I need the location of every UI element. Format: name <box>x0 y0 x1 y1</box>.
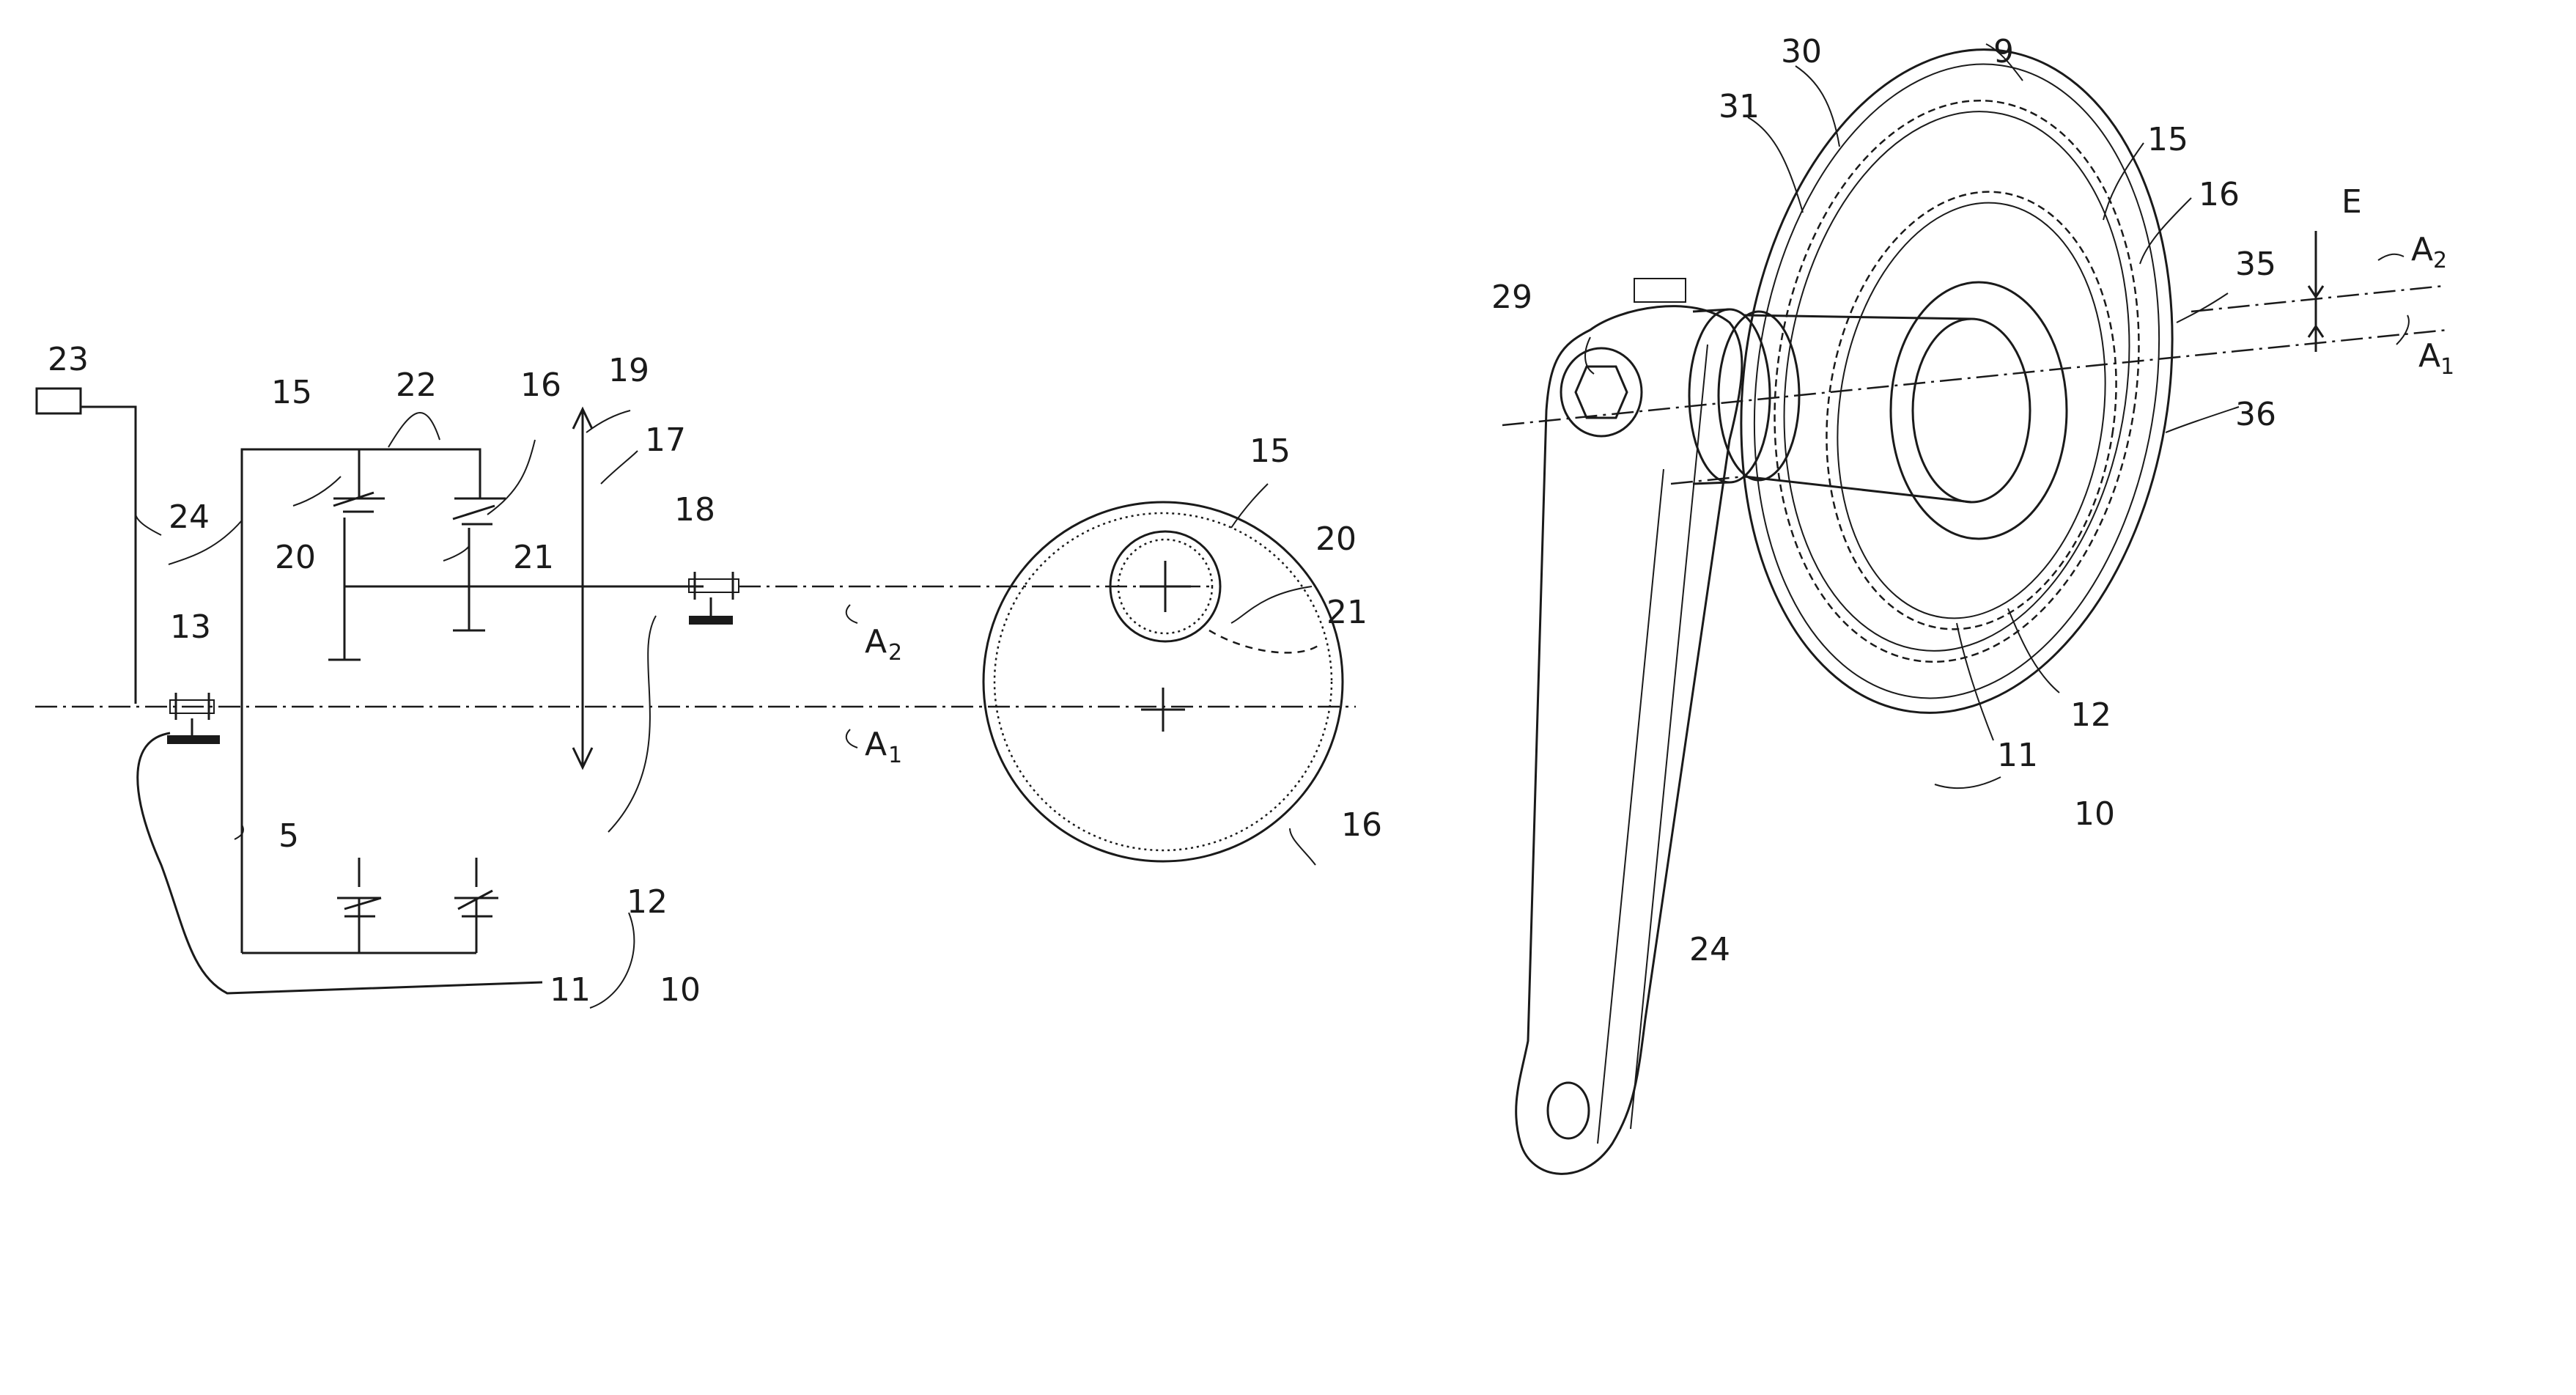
carrier-frame-5 <box>242 449 480 953</box>
label-pE: E <box>2341 183 2362 221</box>
label-11: 11 <box>550 971 591 1009</box>
label-16: 16 <box>520 367 561 404</box>
hub-outer <box>1891 282 2067 539</box>
label-p11: 11 <box>1997 737 2038 774</box>
label-23: 23 <box>48 341 89 378</box>
gear-pair-upper <box>328 493 506 660</box>
label-22: 22 <box>396 367 437 404</box>
component-23-box <box>37 389 81 413</box>
label-pa1-sub: 1 <box>2440 354 2454 380</box>
label-10: 10 <box>660 971 701 1009</box>
label-p12: 12 <box>2070 696 2111 734</box>
label-c16: 16 <box>1341 806 1382 844</box>
eccentricity-e <box>2309 231 2323 352</box>
label-17: 17 <box>645 422 686 459</box>
label-a1-sub: 1 <box>888 743 902 768</box>
label-c15: 15 <box>1250 433 1291 470</box>
label-a1: A <box>865 726 887 763</box>
label-p31: 31 <box>1719 88 1760 125</box>
gear-circle-view: 15 20 21 16 <box>983 433 1382 865</box>
gear-16-pitch <box>994 513 1332 850</box>
label-p10: 10 <box>2074 795 2115 833</box>
bearing-13 <box>167 693 220 744</box>
bearing-18 <box>689 572 739 625</box>
crankset-perspective: 9 30 31 15 16 E A 2 35 A 1 29 36 12 11 1… <box>1491 21 2454 1174</box>
outer-chainring-inner <box>1715 37 2199 724</box>
lever-24-line <box>81 407 136 704</box>
label-19: 19 <box>608 352 649 389</box>
axis-pa2 <box>2191 286 2444 312</box>
label-21: 21 <box>513 539 554 576</box>
hub-inner <box>1913 319 2030 502</box>
gear-15-outer <box>983 502 1343 861</box>
ring-16 <box>1799 173 2144 648</box>
ring-15 <box>1740 77 2174 686</box>
label-p24: 24 <box>1689 931 1730 968</box>
label-pa2-sub: 2 <box>2433 248 2447 273</box>
label-c20: 20 <box>1315 520 1357 558</box>
label-p29: 29 <box>1491 279 1532 316</box>
label-12: 12 <box>627 883 668 921</box>
label-a2: A <box>865 623 887 660</box>
label-5: 5 <box>278 817 299 855</box>
label-p9: 9 <box>1993 33 2014 70</box>
label-15: 15 <box>271 374 312 411</box>
schematic-diagram: 23 24 13 5 15 22 16 19 17 18 20 21 12 11… <box>35 341 1356 1009</box>
gear-hidden-arc <box>1209 630 1319 652</box>
label-c21: 21 <box>1326 594 1368 631</box>
label-p15: 15 <box>2147 121 2188 158</box>
label-18: 18 <box>674 491 715 529</box>
label-20: 20 <box>275 539 316 576</box>
label-p30: 30 <box>1781 33 1822 70</box>
label-p36: 36 <box>2235 396 2276 433</box>
axis-pa1 <box>1502 330 2448 425</box>
label-p16: 16 <box>2199 176 2240 213</box>
label-24: 24 <box>169 498 210 536</box>
label-pa2: A <box>2411 231 2433 268</box>
label-p35: 35 <box>2235 246 2276 283</box>
label-13: 13 <box>170 608 211 646</box>
arrow-19 <box>573 409 592 768</box>
label-a2-sub: 2 <box>888 640 902 666</box>
label-pa1: A <box>2418 337 2440 375</box>
gear-pair-lower <box>337 858 498 916</box>
